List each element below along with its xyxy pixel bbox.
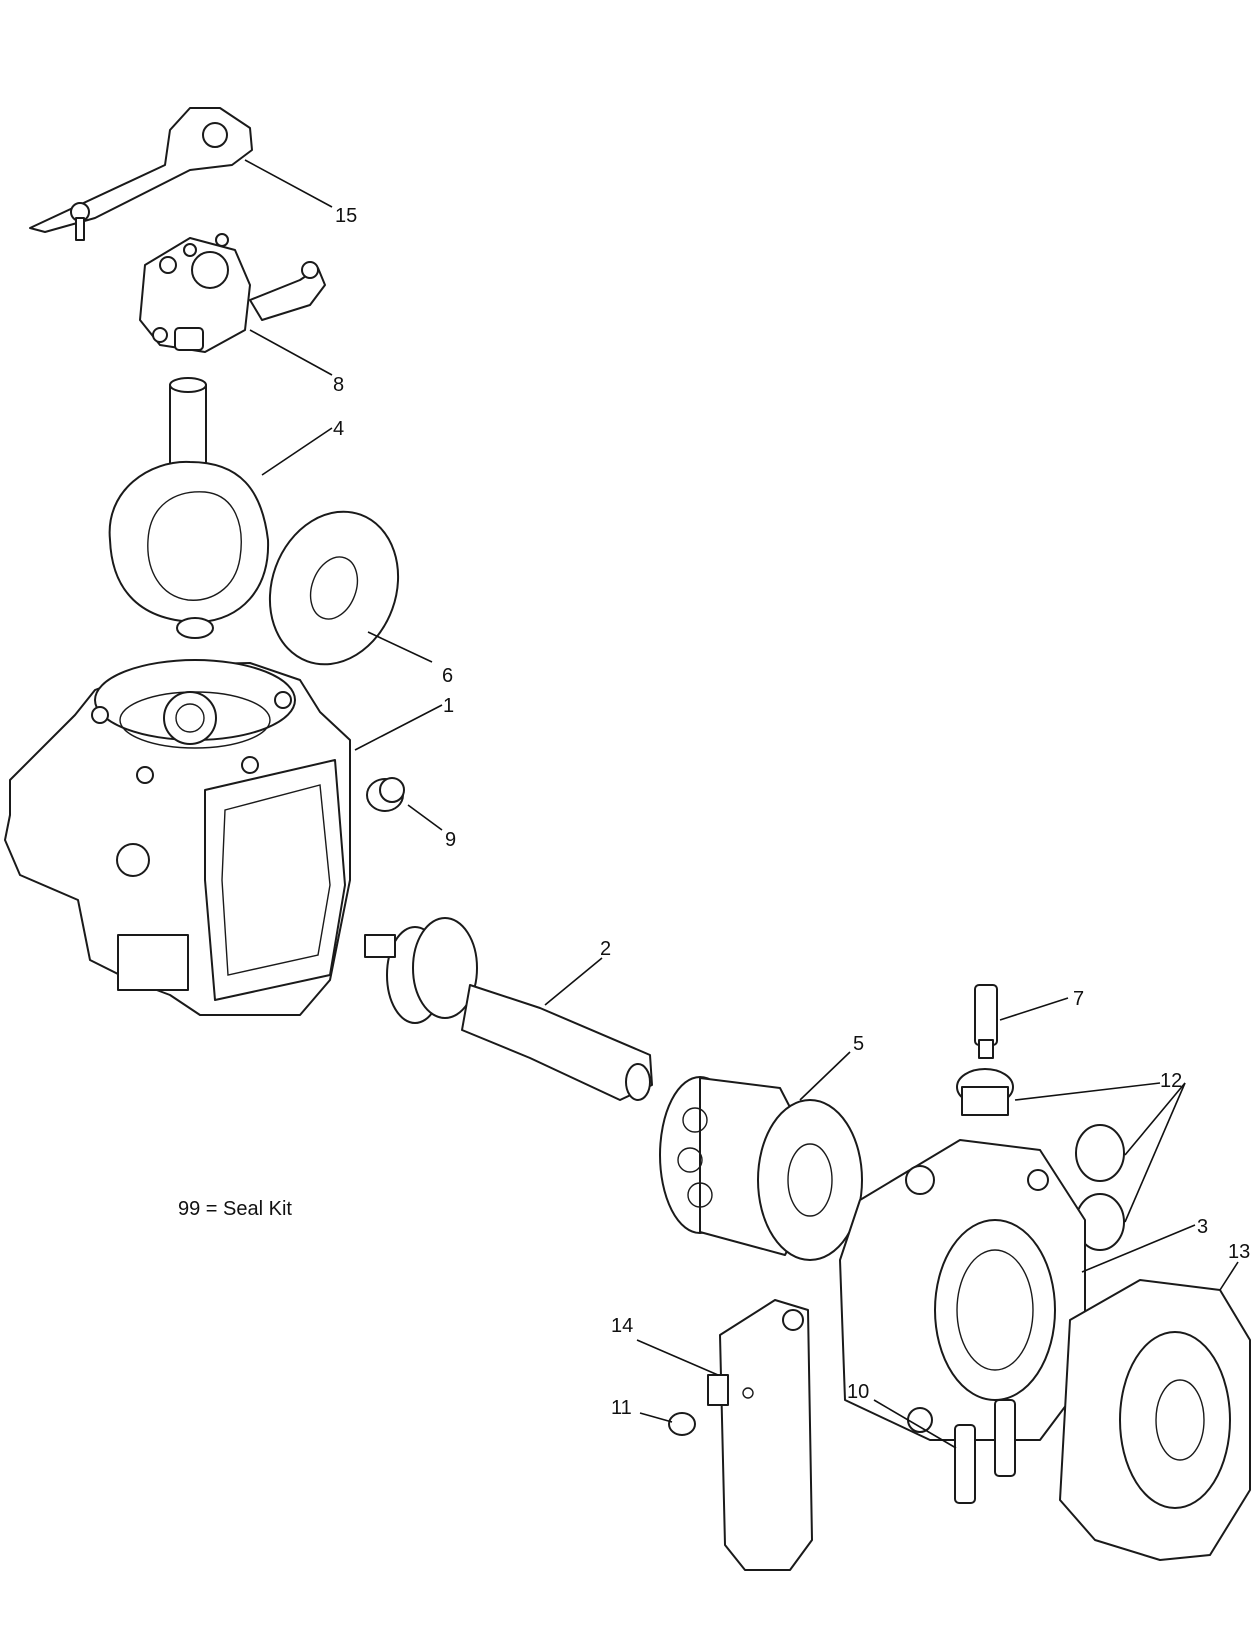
seal-kit-note: 99 = Seal Kit [178, 1198, 292, 1220]
leader-15 [244, 159, 333, 208]
leader-2 [544, 957, 603, 1006]
callout-12: 12 [1160, 1070, 1182, 1092]
leader-7 [999, 997, 1069, 1021]
callout-1: 1 [443, 695, 454, 717]
callout-10: 10 [847, 1381, 869, 1403]
part-5-rotating-group [659, 1076, 863, 1261]
leader-12a [1014, 1082, 1161, 1101]
callout-2: 2 [600, 938, 611, 960]
leader-lines [244, 159, 1239, 1449]
part-2-drive-shaft [364, 917, 653, 1101]
part-4-swash-plate [108, 377, 270, 639]
leader-13 [1219, 1261, 1239, 1291]
part-9-plug [366, 777, 405, 812]
part-8-servo-assembly [139, 233, 326, 353]
leader-12b [1124, 1082, 1186, 1156]
callout-15: 15 [335, 205, 357, 227]
part-15-control-lever [29, 107, 253, 241]
callout-4: 4 [333, 418, 344, 440]
part-1-housing [4, 659, 351, 1016]
leader-14 [636, 1339, 719, 1376]
leader-10 [873, 1399, 957, 1449]
part-10-valves [954, 1399, 1016, 1504]
part-12-plugs [956, 1068, 1125, 1251]
callout-labels: 15 8 4 6 1 9 2 5 7 12 3 13 14 11 10 [333, 205, 1250, 1419]
part-6-washer [268, 510, 400, 666]
part-11-plug [668, 1412, 696, 1436]
callout-14: 14 [611, 1315, 633, 1337]
leader-12c [1124, 1082, 1186, 1223]
leader-5 [799, 1051, 851, 1101]
part-13-rear-cover [1059, 1279, 1251, 1561]
callout-9: 9 [445, 829, 456, 851]
leader-9 [407, 804, 443, 831]
leader-4 [261, 427, 333, 476]
leader-3 [1081, 1224, 1196, 1273]
callout-11: 11 [611, 1397, 632, 1419]
callout-13: 13 [1228, 1241, 1250, 1263]
leader-8 [249, 329, 333, 376]
part-3-end-cap [839, 1139, 1086, 1441]
leader-11 [639, 1412, 673, 1423]
part-14-manifold [707, 1299, 813, 1571]
part-7-cartridge [974, 984, 998, 1059]
callout-5: 5 [853, 1033, 864, 1055]
leader-1 [354, 704, 443, 751]
callout-6: 6 [442, 665, 453, 687]
leader-6 [367, 631, 433, 663]
callout-3: 3 [1197, 1216, 1208, 1238]
callout-8: 8 [333, 374, 344, 396]
callout-7: 7 [1073, 988, 1084, 1010]
